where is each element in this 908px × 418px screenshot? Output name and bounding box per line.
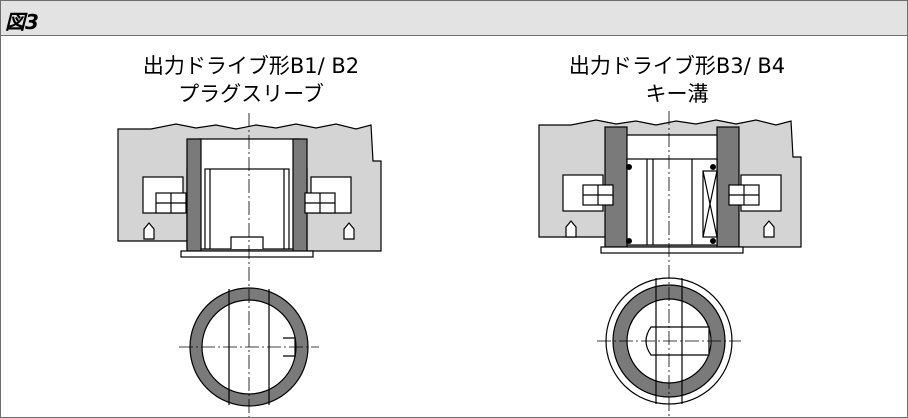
left-bore [204, 168, 290, 250]
figure-header: 図3 [1, 1, 907, 36]
right-section-drawing [538, 119, 802, 405]
right-bottom-plate [600, 246, 744, 254]
left-bottom-plate [180, 250, 314, 258]
right-bolt-l [565, 220, 577, 238]
right-bolt-r [763, 220, 775, 238]
left-sleeve-wall-l [186, 138, 202, 253]
right-end-bore [645, 326, 710, 356]
left-key-tab [230, 236, 264, 249]
figure-label: 図3 [5, 10, 39, 34]
left-title-line2: プラグスリーブ [178, 82, 324, 106]
left-title-line1: 出力ドライブ形B1/ B2 [142, 54, 360, 78]
left-bolt-r [343, 222, 355, 240]
left-section-drawing [117, 123, 382, 407]
right-title-line1: 出力ドライブ形B3/ B4 [568, 54, 786, 78]
right-title-line2: キー溝 [645, 82, 709, 106]
left-bolt-l [143, 222, 155, 240]
